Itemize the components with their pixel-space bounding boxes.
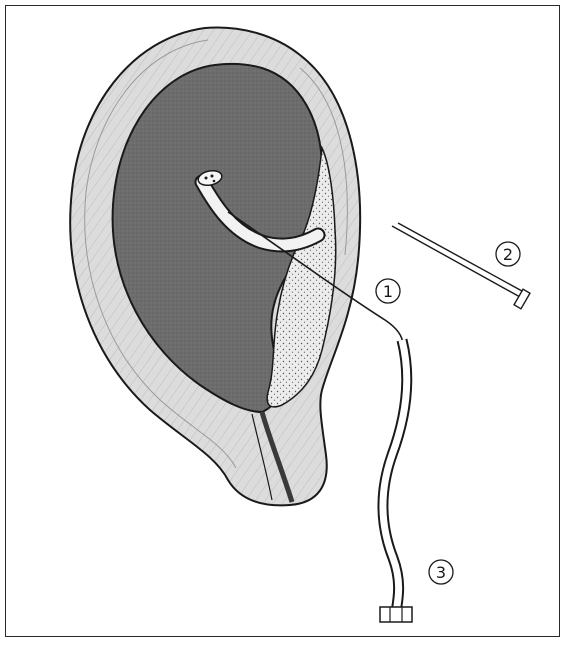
flexible-tube-instrument <box>380 340 412 622</box>
callout-3: 3 <box>429 560 453 584</box>
callout-1-label: 1 <box>383 282 393 301</box>
callout-2: 2 <box>496 242 520 266</box>
cord-vessel <box>213 180 216 183</box>
callout-3-label: 3 <box>436 563 446 582</box>
cord-vessel <box>211 175 214 178</box>
cord-vessel <box>205 177 208 180</box>
callout-2-label: 2 <box>503 245 513 264</box>
callout-1: 1 <box>376 279 400 303</box>
